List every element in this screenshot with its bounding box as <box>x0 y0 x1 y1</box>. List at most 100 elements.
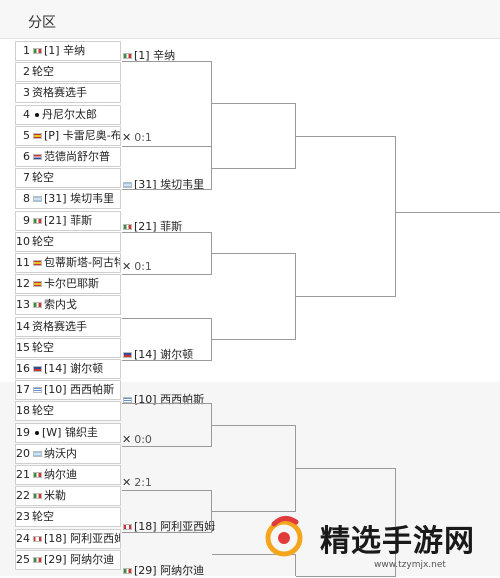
seed-number: 17 <box>16 383 30 397</box>
flag-icon <box>33 281 42 288</box>
watermark: 精选手游网 www.tzymjx.net <box>256 508 500 576</box>
flag-icon <box>33 302 42 309</box>
seed-number: 8 <box>23 192 30 206</box>
draw-entry-row[interactable]: 25[29] 阿纳尔迪 <box>15 549 121 570</box>
round2-player[interactable]: [10] 西西帕斯 <box>122 391 204 407</box>
draw-entry-row[interactable]: 19 [W] 锦织圭 <box>15 422 121 443</box>
seed-number: 5 <box>23 128 30 142</box>
player-name: [18] 阿利亚西姆 <box>44 531 121 545</box>
player-name: [31] 埃切韦里 <box>44 192 115 206</box>
draw-entry-row[interactable]: 8 [31] 埃切韦里 <box>15 189 121 210</box>
flag-icon <box>123 53 132 59</box>
round2-player[interactable]: [18] 阿利亚西姆 <box>122 518 215 534</box>
bracket-line <box>122 446 212 447</box>
draw-entry-row[interactable]: 1[1] 辛纳 <box>15 41 121 61</box>
bracket-line <box>396 212 500 213</box>
bracket-line <box>395 136 396 296</box>
round2-player[interactable]: [21] 菲斯 <box>122 218 182 234</box>
cross-swords-icon: ✕ <box>122 476 132 489</box>
bracket-line <box>212 103 296 104</box>
score-value: 0:1 <box>134 131 152 144</box>
seed-number: 15 <box>16 340 30 354</box>
bracket-line <box>211 403 212 446</box>
flag-icon <box>123 524 132 530</box>
watermark-logo-icon <box>265 516 303 557</box>
bracket-line <box>122 490 212 491</box>
bracket-line <box>212 339 296 340</box>
bracket-line <box>211 318 212 360</box>
match-score: ✕0:1 <box>122 131 152 144</box>
bracket-line <box>296 468 396 469</box>
player-name: [29] 阿纳尔迪 <box>134 564 205 577</box>
seed-number: 20 <box>16 446 30 460</box>
seed-number: 16 <box>16 362 30 375</box>
draw-entry-row[interactable]: 24[18] 阿利亚西姆 <box>15 528 121 549</box>
draw-entry-row[interactable]: 5 [P] 卡雷尼奥-布斯塔 <box>15 125 121 146</box>
cross-swords-icon: ✕ <box>122 433 132 446</box>
seed-number: 6 <box>23 150 30 163</box>
bracket-line <box>295 103 296 169</box>
player-name: [P] 卡雷尼奥-布斯塔 <box>44 128 121 142</box>
draw-entry-row[interactable]: 16[14] 谢尔顿 <box>15 359 121 379</box>
round2-player[interactable]: [1] 辛纳 <box>122 47 175 63</box>
flag-icon <box>123 182 132 188</box>
bracket-line <box>295 554 296 576</box>
seed-number: 10 <box>16 234 30 248</box>
player-name: 米勒 <box>44 489 66 503</box>
player-name: 包蒂斯塔-阿古特 <box>44 256 121 269</box>
player-name: [21] 菲斯 <box>134 220 183 233</box>
player-name: [W] 锦织圭 <box>42 425 98 439</box>
draw-entry-row[interactable]: 20 纳沃内 <box>15 443 121 464</box>
player-name: 纳尔迪 <box>44 468 77 481</box>
flag-icon <box>33 450 42 457</box>
seed-number: 19 <box>16 425 30 439</box>
player-name: 轮空 <box>32 234 54 248</box>
flag-icon <box>33 260 42 266</box>
draw-entry-row[interactable]: 9[21] 菲斯 <box>15 210 121 231</box>
player-name: 轮空 <box>32 65 54 79</box>
match-score: ✕0:0 <box>122 433 152 446</box>
bracket-line <box>122 274 212 275</box>
flag-icon <box>33 472 42 478</box>
bracket-line <box>212 425 296 426</box>
seed-number: 18 <box>16 404 30 418</box>
player-name: 纳沃内 <box>44 446 77 460</box>
round2-player[interactable]: [14] 谢尔顿 <box>122 346 193 362</box>
bracket-line <box>295 253 296 340</box>
player-name: 卡尔巴耶斯 <box>44 277 99 291</box>
bracket-line <box>122 318 212 319</box>
round2-player[interactable]: [29] 阿纳尔迪 <box>122 562 204 578</box>
flag-icon <box>33 48 42 54</box>
flag-icon <box>33 196 42 203</box>
bracket-line <box>212 168 296 169</box>
bracket-line <box>395 468 396 576</box>
watermark-text: 精选手游网 <box>320 524 475 559</box>
player-name: 丹尼尔太郎 <box>42 107 97 121</box>
flag-icon <box>33 387 42 394</box>
seed-number: 25 <box>16 552 30 566</box>
seed-number: 3 <box>23 86 30 100</box>
seed-number: 13 <box>16 298 30 312</box>
round2-player[interactable]: [31] 埃切韦里 <box>122 176 204 192</box>
draw-entry-row[interactable]: 17[10] 西西帕斯 <box>15 380 121 401</box>
player-name: [1] 辛纳 <box>134 49 176 62</box>
seed-number: 14 <box>16 319 30 333</box>
score-value: 0:1 <box>134 260 152 273</box>
bracket-line <box>295 425 296 512</box>
match-score: ✕2:1 <box>122 476 152 489</box>
